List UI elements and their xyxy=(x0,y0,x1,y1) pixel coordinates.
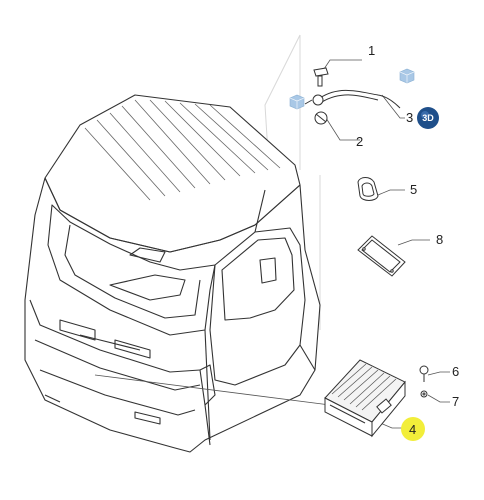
part-7-washer xyxy=(420,390,428,398)
callout-8[interactable]: 8 xyxy=(436,232,443,247)
cube-marker-left xyxy=(289,94,305,110)
callout-4[interactable]: 4 xyxy=(409,422,416,437)
callout-2[interactable]: 2 xyxy=(356,134,363,149)
badge-3d-label: 3D xyxy=(422,113,434,123)
callout-3[interactable]: 3 xyxy=(406,110,413,125)
truck-cab xyxy=(24,94,321,453)
callout-4-highlight xyxy=(401,417,425,441)
part-1-bolt xyxy=(313,67,329,87)
callout-7[interactable]: 7 xyxy=(452,394,459,409)
part-4-control-unit xyxy=(324,359,406,438)
cube-marker-right xyxy=(399,68,415,84)
view-3d-badge[interactable]: 3D xyxy=(417,107,439,129)
callout-5[interactable]: 5 xyxy=(410,182,417,197)
part-3-cable-harness xyxy=(304,90,401,125)
part-6-screw xyxy=(419,365,429,382)
part-8-plate xyxy=(357,235,406,277)
part-5-clamp xyxy=(357,177,379,201)
callout-6[interactable]: 6 xyxy=(452,364,459,379)
callout-1[interactable]: 1 xyxy=(368,43,375,58)
